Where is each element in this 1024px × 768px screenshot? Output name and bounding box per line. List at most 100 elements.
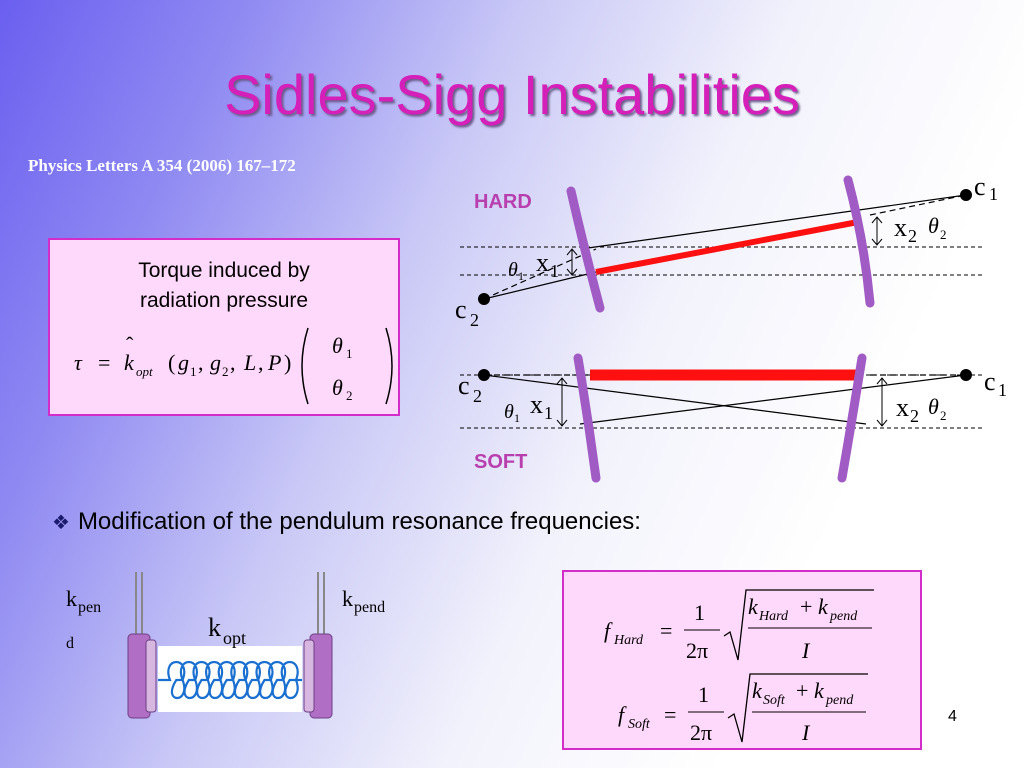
hard-x1-letter: x: [536, 248, 549, 277]
torque-line-1: Torque induced by: [138, 259, 310, 282]
left-k-sub-wrap: d: [66, 635, 74, 652]
f-soft-k2: k: [814, 678, 825, 703]
diamond-bullet-icon: ❖: [52, 512, 70, 534]
soft-x2-arrowheads: [876, 377, 888, 427]
citation: Physics Letters A 354 (2006) 167–172: [28, 156, 296, 175]
f-hard-I: I: [801, 638, 811, 663]
hard-c2-sub: 2: [470, 310, 479, 330]
matrix-right-bracket: [385, 327, 393, 405]
frequency-box: f Hard = 1 2π k Hard + k pend I f Soft =…: [562, 570, 922, 750]
f-soft-numerator: 1: [698, 682, 709, 707]
hard-c2-point: [478, 293, 490, 305]
bullet-point: ❖ Modification of the pendulum resonance …: [52, 508, 641, 536]
hard-top-line: [587, 194, 967, 249]
hard-theta1: θ: [508, 259, 518, 281]
soft-theta1-sub: 1: [514, 411, 520, 425]
f-hard-k2-sub: pend: [829, 609, 858, 624]
hard-x1-sub: 1: [550, 261, 559, 281]
f-hard-numerator: 1: [694, 600, 705, 625]
left-k-sub: pen: [78, 599, 101, 616]
left-k-letter: k: [66, 586, 77, 611]
f-soft-denominator: 2π: [690, 720, 712, 745]
pendulum-diagram: [127, 572, 333, 719]
soft-c2-letter: c: [458, 371, 470, 400]
bullet-text: Modification of the pendulum resonance f…: [77, 508, 641, 535]
f-soft-sqrt: [727, 673, 868, 743]
eq-theta2: θ: [332, 375, 343, 400]
hard-theta2-sub: 2: [940, 227, 947, 242]
eq-k-sub: opt: [136, 364, 153, 379]
hard-mirror-right: [843, 175, 875, 308]
hard-c2-ray: [483, 248, 597, 300]
eq-g2-sub: 2: [222, 364, 229, 379]
hard-c1-point: [960, 189, 972, 201]
soft-c1-letter: c: [984, 367, 996, 396]
f-soft-sub: Soft: [628, 717, 651, 732]
soft-cross-2: [579, 374, 967, 425]
spring-background: [158, 646, 302, 712]
f-hard-k2: k: [818, 594, 829, 619]
frequency-equations: f Hard = 1 2π k Hard + k pend I f Soft =…: [604, 589, 874, 745]
hard-x2-letter: x: [894, 213, 907, 242]
f-hard-sqrt: [723, 589, 874, 661]
f-hard-plus: +: [800, 594, 812, 619]
soft-theta2: θ: [928, 394, 939, 419]
eq-tau: τ: [74, 350, 83, 375]
hard-c2-line: [483, 271, 597, 300]
f-hard-k1-sub: Hard: [758, 609, 789, 624]
hard-x2-arrowheads: [871, 216, 883, 246]
f-soft-k1: k: [752, 678, 763, 703]
right-mass-face: [303, 639, 315, 713]
torque-line-2: radiation pressure: [139, 289, 309, 312]
f-hard-equals: =: [660, 618, 672, 643]
eq-P: P: [267, 350, 281, 375]
hard-label: HARD: [474, 191, 532, 213]
soft-mirror-right: [837, 353, 867, 483]
eq-comma-2: ,: [230, 350, 236, 375]
f-hard-letter: f: [604, 618, 613, 643]
f-soft-equals: =: [664, 702, 676, 727]
soft-x2-letter: x: [896, 393, 909, 422]
eq-comma-3: ,: [258, 350, 264, 375]
right-k-letter: k: [342, 586, 353, 611]
eq-paren-close: ): [284, 350, 291, 375]
hard-theta2: θ: [928, 213, 939, 238]
torque-box: Torque induced by radiation pressure τ =…: [48, 238, 400, 416]
f-hard-denominator: 2π: [686, 638, 708, 663]
right-mass: [309, 633, 333, 719]
page-number: 4: [948, 708, 957, 725]
hard-x2-sub: 2: [908, 226, 917, 246]
hard-c1-sub: 1: [989, 184, 998, 204]
soft-theta1: θ: [504, 401, 514, 423]
soft-mirror-left: [573, 353, 601, 483]
right-k-sub: pend: [354, 599, 385, 616]
soft-cross-1: [483, 374, 867, 425]
soft-x1-arrowheads: [556, 377, 568, 427]
soft-c1-point: [960, 369, 972, 381]
hard-c1-letter: c: [974, 172, 986, 201]
f-soft-I: I: [801, 720, 811, 745]
soft-c2-sub: 2: [473, 386, 482, 406]
hard-x1-arrowheads: [566, 248, 578, 276]
hard-theta1-sub: 1: [518, 269, 524, 283]
f-hard-sub: Hard: [613, 633, 644, 648]
f-soft-plus: +: [796, 678, 808, 703]
eq-L: L: [243, 350, 256, 375]
eq-theta1: θ: [332, 333, 343, 358]
eq-paren-open: (: [168, 350, 175, 375]
eq-equals: =: [98, 350, 110, 375]
matrix-left-bracket: [301, 327, 309, 405]
eq-g1: g: [178, 350, 189, 375]
soft-x1-sub: 1: [544, 403, 553, 423]
kopt-letter: k: [208, 613, 221, 642]
spring-coil: [158, 660, 302, 700]
f-soft-letter: f: [618, 702, 627, 727]
soft-label: SOFT: [474, 451, 527, 473]
hard-mirror-left: [566, 186, 605, 313]
eq-theta2-sub: 2: [346, 388, 353, 403]
f-soft-k1-sub: Soft: [763, 693, 786, 708]
kopt-sub: opt: [223, 628, 246, 648]
soft-c1-sub: 1: [998, 380, 1007, 400]
torque-description: Torque induced by radiation pressure: [50, 256, 398, 316]
f-hard-k1: k: [748, 594, 759, 619]
